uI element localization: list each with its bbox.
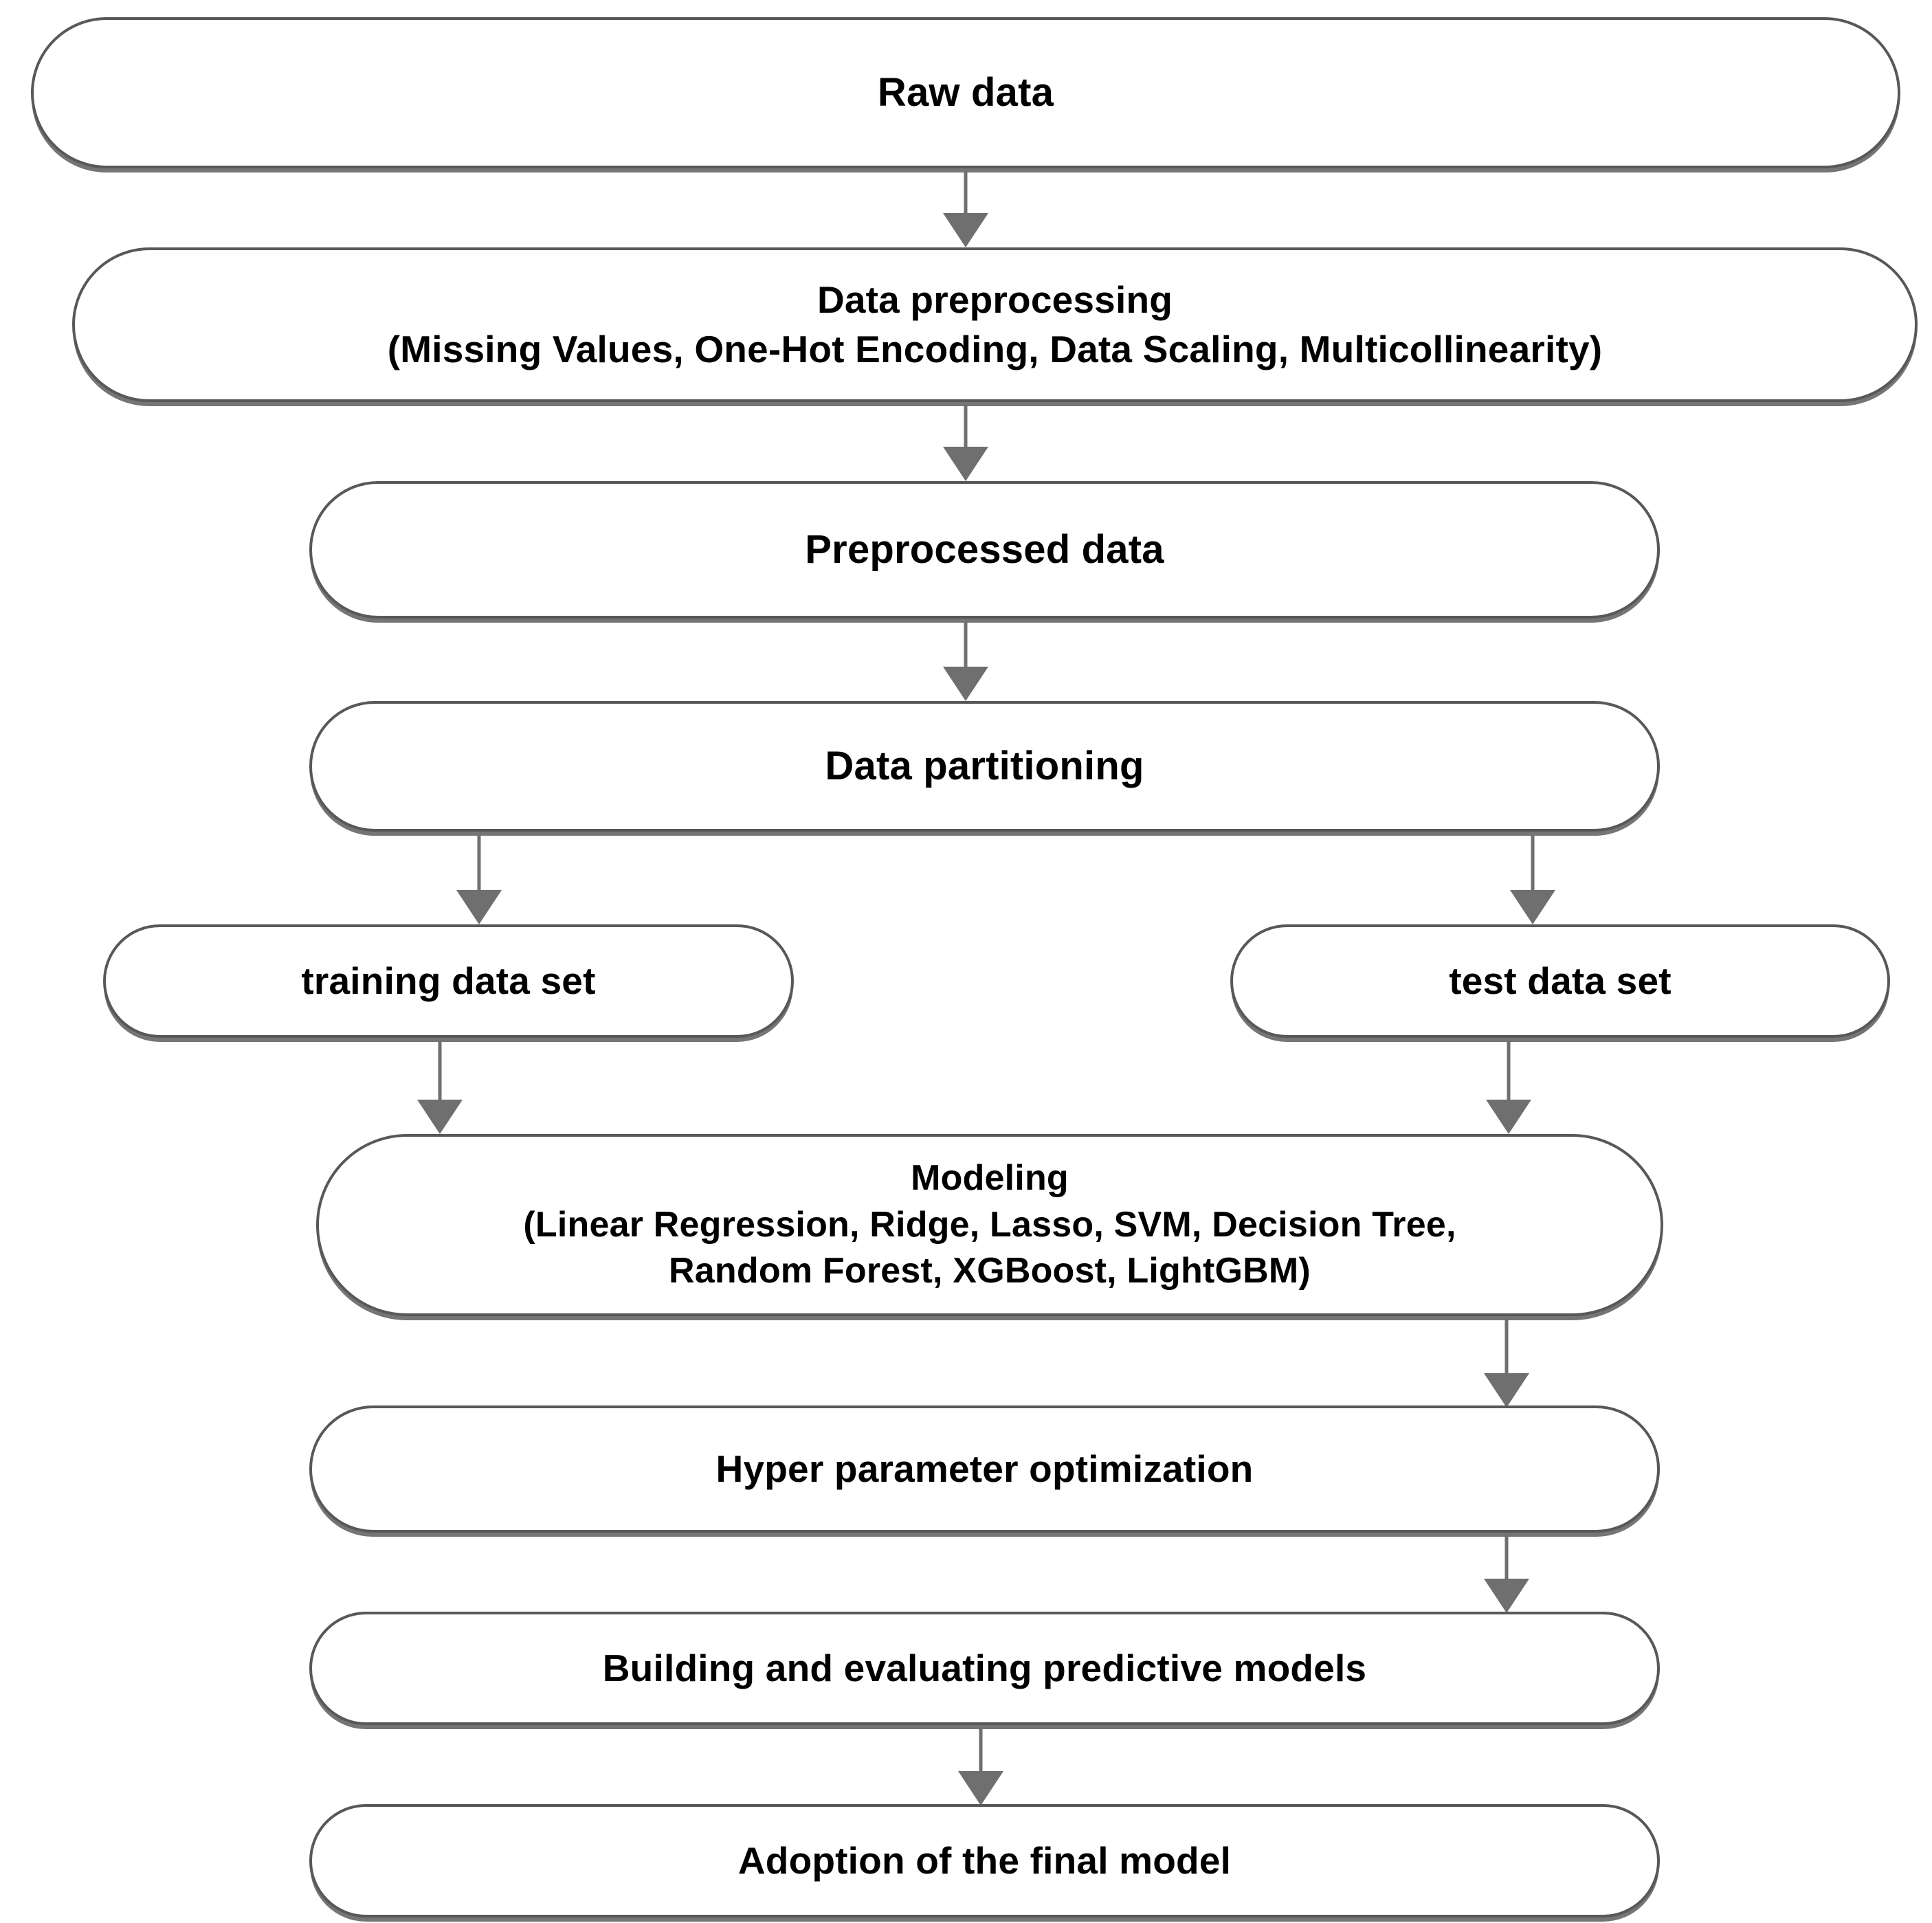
node-raw-data[interactable]: Raw data <box>31 17 1900 168</box>
node-hyper-parameter-optimization-label: Hyper parameter optimization <box>715 1447 1254 1490</box>
arrowhead-icon <box>1510 890 1555 924</box>
node-training-data-set-label: training data set <box>301 959 596 1002</box>
node-test-data-set[interactable]: test data set <box>1230 924 1890 1038</box>
edge-shaft <box>979 1726 983 1772</box>
arrowhead-icon <box>1484 1579 1529 1613</box>
arrowhead-icon <box>417 1100 463 1134</box>
edge-shaft <box>1531 835 1535 891</box>
arrowhead-icon <box>943 667 988 701</box>
arrowhead-icon <box>958 1771 1003 1805</box>
edge-shaft <box>964 405 968 448</box>
arrowhead-icon <box>943 213 988 247</box>
edge-shaft <box>964 172 968 214</box>
edge-shaft <box>438 1041 442 1101</box>
edge-shaft <box>477 835 481 891</box>
node-adoption-final-model[interactable]: Adoption of the final model <box>309 1804 1660 1918</box>
node-modeling-label: Modeling (Linear Regression, Ridge, Lass… <box>523 1158 1456 1291</box>
node-raw-data-label: Raw data <box>877 70 1054 115</box>
arrowhead-icon <box>1484 1373 1529 1408</box>
node-training-data-set[interactable]: training data set <box>103 924 794 1038</box>
node-modeling[interactable]: Modeling (Linear Regression, Ridge, Lass… <box>316 1134 1663 1316</box>
node-preprocessed-data[interactable]: Preprocessed data <box>309 481 1660 619</box>
node-building-evaluating-label: Building and evaluating predictive model… <box>602 1646 1367 1689</box>
node-data-preprocessing-label: Data preprocessing (Missing Values, One-… <box>387 278 1603 370</box>
node-building-evaluating[interactable]: Building and evaluating predictive model… <box>309 1612 1660 1725</box>
node-adoption-final-model-label: Adoption of the final model <box>737 1838 1232 1882</box>
node-hyper-parameter-optimization[interactable]: Hyper parameter optimization <box>309 1405 1660 1533</box>
node-data-partitioning[interactable]: Data partitioning <box>309 701 1660 832</box>
edge-shaft <box>1507 1041 1511 1101</box>
node-test-data-set-label: test data set <box>1449 959 1672 1002</box>
arrowhead-icon <box>456 890 502 924</box>
arrowhead-icon <box>943 447 988 481</box>
edge-shaft <box>964 622 968 668</box>
arrowhead-icon <box>1486 1100 1531 1134</box>
edge-shaft <box>1504 1534 1509 1580</box>
node-data-partitioning-label: Data partitioning <box>825 744 1144 789</box>
node-data-preprocessing[interactable]: Data preprocessing (Missing Values, One-… <box>72 247 1918 402</box>
edge-shaft <box>1504 1318 1509 1375</box>
node-preprocessed-data-label: Preprocessed data <box>805 527 1164 573</box>
